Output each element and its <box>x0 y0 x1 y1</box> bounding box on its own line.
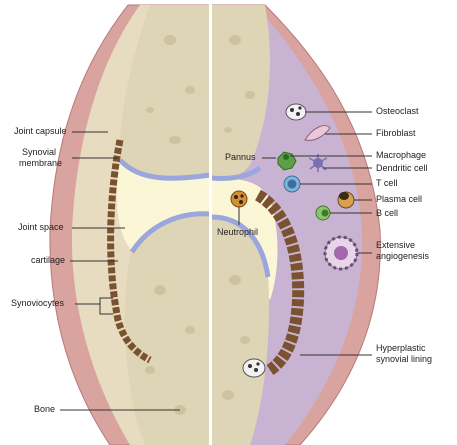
label-joint-capsule: Joint capsule <box>14 126 67 137</box>
label-osteoclast: Osteoclast <box>376 106 419 117</box>
t-cell <box>284 176 300 192</box>
plasma-cell <box>338 192 354 208</box>
label-fibroblast: Fibroblast <box>376 128 416 139</box>
label-cartilage: cartilage <box>31 255 65 266</box>
b-cell <box>316 206 330 220</box>
label-extensive-angiogenesis-2: angiogenesis <box>376 251 429 262</box>
label-synovial-membrane-2: membrane <box>19 158 62 169</box>
inflamed-joint-half <box>212 5 380 445</box>
label-hyperplastic-lining-2: synovial lining <box>376 354 432 365</box>
label-b-cell: B cell <box>376 208 398 219</box>
label-neutrophil: Neutrophil <box>217 227 258 238</box>
normal-joint-half <box>50 5 210 445</box>
label-bone: Bone <box>34 404 55 415</box>
label-dendritic-cell: Dendritic cell <box>376 163 428 174</box>
label-t-cell: T cell <box>376 178 397 189</box>
center-divider <box>209 0 212 445</box>
label-plasma-cell: Plasma cell <box>376 194 422 205</box>
label-synovial-membrane-1: Synovial <box>22 147 56 158</box>
label-macrophage: Macrophage <box>376 150 426 161</box>
label-extensive-angiogenesis-1: Extensive <box>376 240 415 251</box>
label-joint-space: Joint space <box>18 222 64 233</box>
neutrophil-cell <box>231 191 247 207</box>
label-pannus: Pannus <box>225 152 256 163</box>
osteoclast-erosion-cell <box>243 359 265 377</box>
label-hyperplastic-lining-1: Hyperplastic <box>376 343 426 354</box>
angiogenesis-vessel <box>325 237 357 269</box>
osteoclast-cell <box>286 104 306 120</box>
label-synoviocytes: Synoviocytes <box>11 298 64 309</box>
